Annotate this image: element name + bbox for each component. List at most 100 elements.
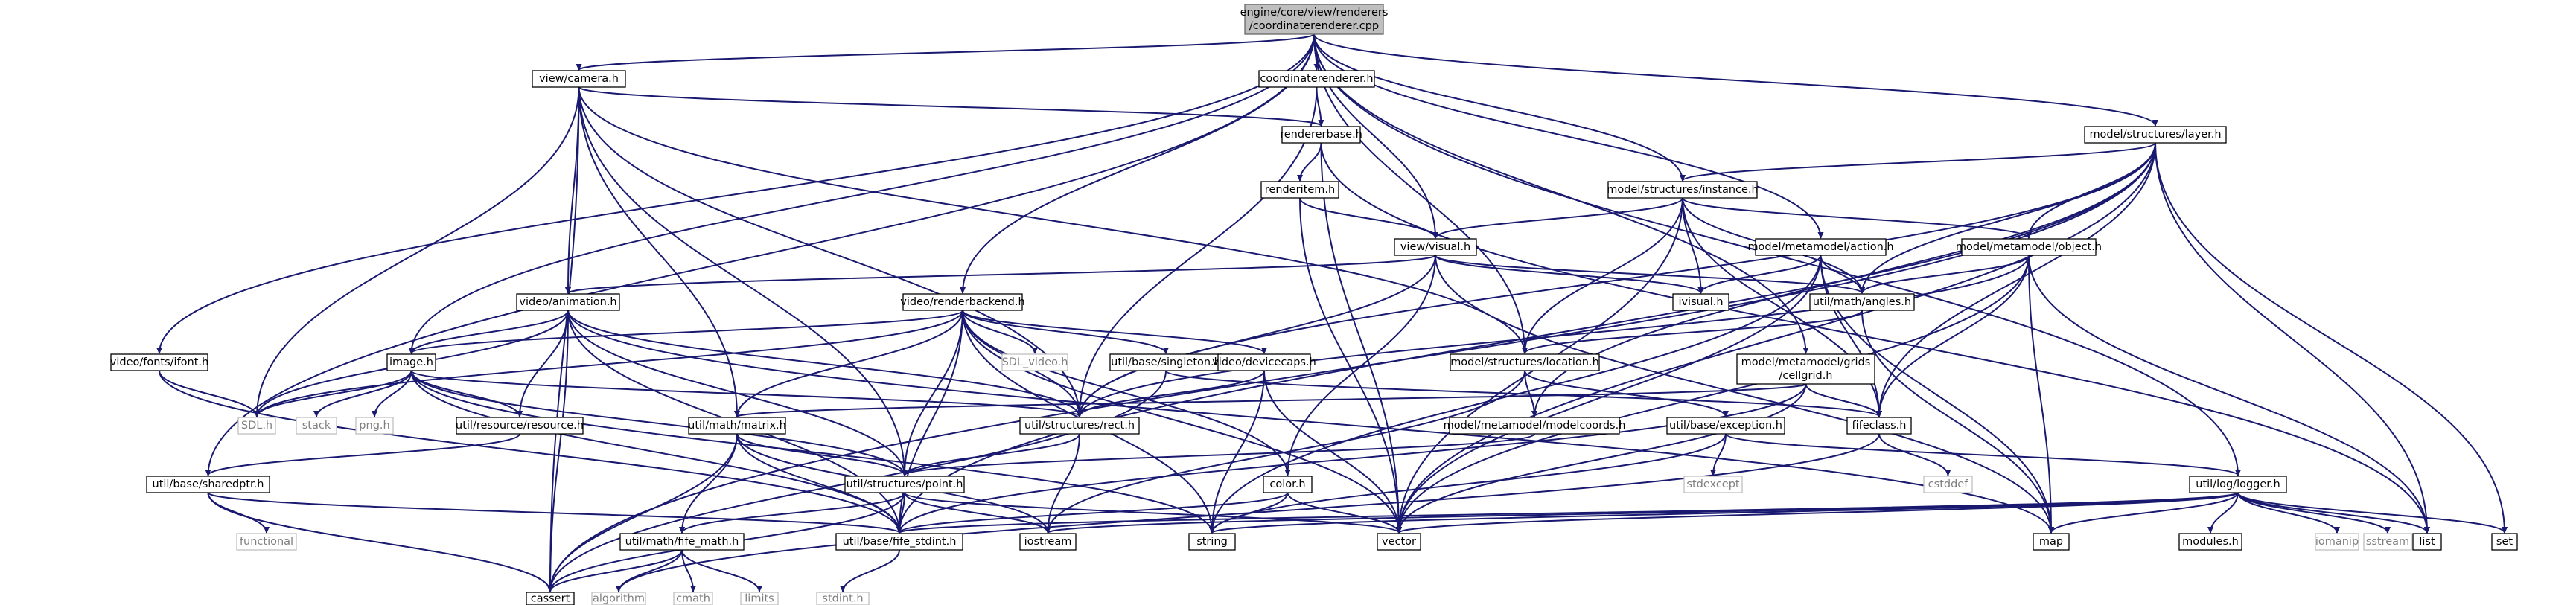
node-box: [2178, 533, 2242, 551]
edge-resource-to-sharedptr: [205, 433, 520, 476]
edge-logger-to-vector: [1396, 492, 2239, 534]
node-label: util/structures/rect.h: [1024, 420, 1135, 432]
node-box: [688, 417, 786, 435]
node-modules[interactable]: modules.h: [2178, 533, 2242, 551]
node-color[interactable]: color.h: [1263, 476, 1313, 493]
node-fifemath[interactable]: util/math/fife_math.h: [619, 533, 745, 551]
node-animation[interactable]: video/animation.h: [516, 293, 620, 311]
node-box: [296, 417, 337, 435]
edge-ifont-to-sdlh: [159, 370, 260, 417]
node-rendbase[interactable]: rendererbase.h: [1280, 126, 1362, 144]
node-camera[interactable]: view/camera.h: [532, 70, 626, 88]
node-sstream: sstream: [2363, 533, 2412, 551]
node-fifeclass[interactable]: fifeclass.h: [1846, 417, 1912, 435]
edge-cellgrid-to-fifeclass: [1805, 383, 1882, 417]
edge-object-to-fifeclass: [1876, 255, 2030, 417]
node-label: /coordinaterenderer.cpp: [1249, 20, 1379, 32]
node-root[interactable]: engine/core/view/renderers/coordinateren…: [1240, 4, 1389, 35]
edge-logger-to-string: [1209, 492, 2239, 534]
node-label: cstddef: [1928, 478, 1969, 490]
node-coordrend[interactable]: coordinaterenderer.h: [1258, 70, 1375, 88]
node-cassert[interactable]: cassert: [526, 592, 575, 605]
node-exception[interactable]: util/base/exception.h: [1666, 417, 1785, 435]
edge-logger-to-iomanip: [2237, 492, 2340, 534]
edge-renderbackend-to-singleton: [962, 310, 1169, 354]
node-box: [1961, 238, 2097, 256]
node-iostream[interactable]: iostream: [1019, 533, 1077, 551]
edge-instance-to-visual: [1432, 197, 1683, 239]
edge-rendbase-to-list: [1320, 142, 2430, 534]
edge-location-to-modelcoords: [1524, 370, 1537, 417]
node-modelcoords[interactable]: model/metamodel/modelcoords.h: [1444, 417, 1626, 435]
node-matrix[interactable]: util/math/matrix.h: [688, 417, 786, 435]
node-action[interactable]: model/metamodel/action.h: [1747, 238, 1894, 256]
edge-instance-to-ivisual: [1682, 197, 1704, 294]
node-set[interactable]: set: [2491, 533, 2518, 551]
node-label: iostream: [1024, 536, 1072, 548]
node-label: model/metamodel/object.h: [1956, 241, 2102, 253]
node-logger[interactable]: util/log/logger.h: [2189, 476, 2287, 493]
node-list[interactable]: list: [2412, 533, 2442, 551]
node-label: video/fonts/ifont.h: [110, 356, 208, 368]
edge-rect-to-point: [902, 433, 1080, 476]
node-singleton[interactable]: util/base/singleton.h: [1109, 353, 1222, 371]
node-box: [110, 353, 208, 371]
node-visual[interactable]: view/visual.h: [1394, 238, 1477, 256]
node-box: [1450, 353, 1600, 371]
edge-fifestdint-to-stdinth: [840, 549, 900, 592]
node-label: cmath: [676, 593, 710, 605]
node-resource[interactable]: util/resource/resource.h: [456, 417, 584, 435]
node-location[interactable]: model/structures/location.h: [1450, 353, 1600, 371]
node-label: stack: [302, 420, 331, 432]
node-box: [835, 533, 963, 551]
node-map[interactable]: map: [2033, 533, 2070, 551]
node-box: [1394, 238, 1477, 256]
node-point[interactable]: util/structures/point.h: [844, 476, 965, 493]
node-box: [619, 533, 745, 551]
node-label: list: [2419, 536, 2435, 548]
node-sharedptr[interactable]: util/base/sharedptr.h: [146, 476, 270, 493]
node-label: engine/core/view/renderers: [1240, 7, 1389, 19]
node-ivisual[interactable]: ivisual.h: [1672, 293, 1729, 311]
edge-image-to-png: [372, 370, 412, 417]
node-cellgrid[interactable]: model/metamodel/grids/cellgrid.h: [1736, 353, 1875, 385]
node-fifestdint[interactable]: util/base/fife_stdint.h: [835, 533, 963, 551]
edge-layer-to-vector: [1396, 142, 2156, 534]
node-vector[interactable]: vector: [1377, 533, 1421, 551]
node-label: /cellgrid.h: [1779, 370, 1832, 382]
edge-point-to-iostream: [904, 492, 1051, 534]
edge-root-to-instance: [1313, 33, 1686, 182]
edge-object-to-list: [2028, 255, 2430, 534]
edge-fifemath-to-limits: [681, 549, 762, 592]
node-box: [740, 592, 779, 605]
node-string[interactable]: string: [1188, 533, 1236, 551]
edge-sharedptr-to-cassert: [207, 492, 553, 592]
edge-camera-to-cassert: [547, 86, 580, 592]
node-label: model/metamodel/action.h: [1747, 241, 1893, 253]
node-renderitem[interactable]: renderitem.h: [1260, 181, 1339, 199]
node-label: png.h: [359, 420, 389, 432]
node-image[interactable]: image.h: [386, 353, 436, 371]
node-label: util/base/sharedptr.h: [153, 478, 264, 490]
node-label: model/structures/instance.h: [1607, 184, 1759, 196]
node-object[interactable]: model/metamodel/object.h: [1956, 238, 2102, 256]
node-box: [236, 533, 297, 551]
edge-animation-to-resource: [517, 310, 569, 417]
node-box: [2363, 533, 2412, 551]
edge-point-to-vector: [904, 492, 1402, 534]
edge-root-to-layer: [1313, 33, 2158, 127]
node-layer[interactable]: model/structures/layer.h: [2084, 126, 2227, 144]
edge-layer-to-instance: [1680, 142, 2156, 182]
node-renderbackend[interactable]: video/renderbackend.h: [900, 293, 1025, 311]
node-label: model/structures/location.h: [1450, 356, 1599, 368]
node-devicecaps[interactable]: video/devicecaps.h: [1212, 353, 1316, 371]
edge-logger-to-list: [2237, 492, 2430, 534]
edge-singleton-to-fifeclass: [1165, 370, 1882, 417]
node-ifont[interactable]: video/fonts/ifont.h: [110, 353, 208, 371]
node-angles[interactable]: util/math/angles.h: [1809, 293, 1915, 311]
node-instance[interactable]: model/structures/instance.h: [1607, 181, 1759, 199]
node-label: model/structures/layer.h: [2089, 129, 2221, 141]
edge-cellgrid-to-matrix: [734, 383, 1807, 417]
node-rect[interactable]: util/structures/rect.h: [1019, 417, 1140, 435]
edge-animation-to-cassert: [547, 310, 569, 592]
